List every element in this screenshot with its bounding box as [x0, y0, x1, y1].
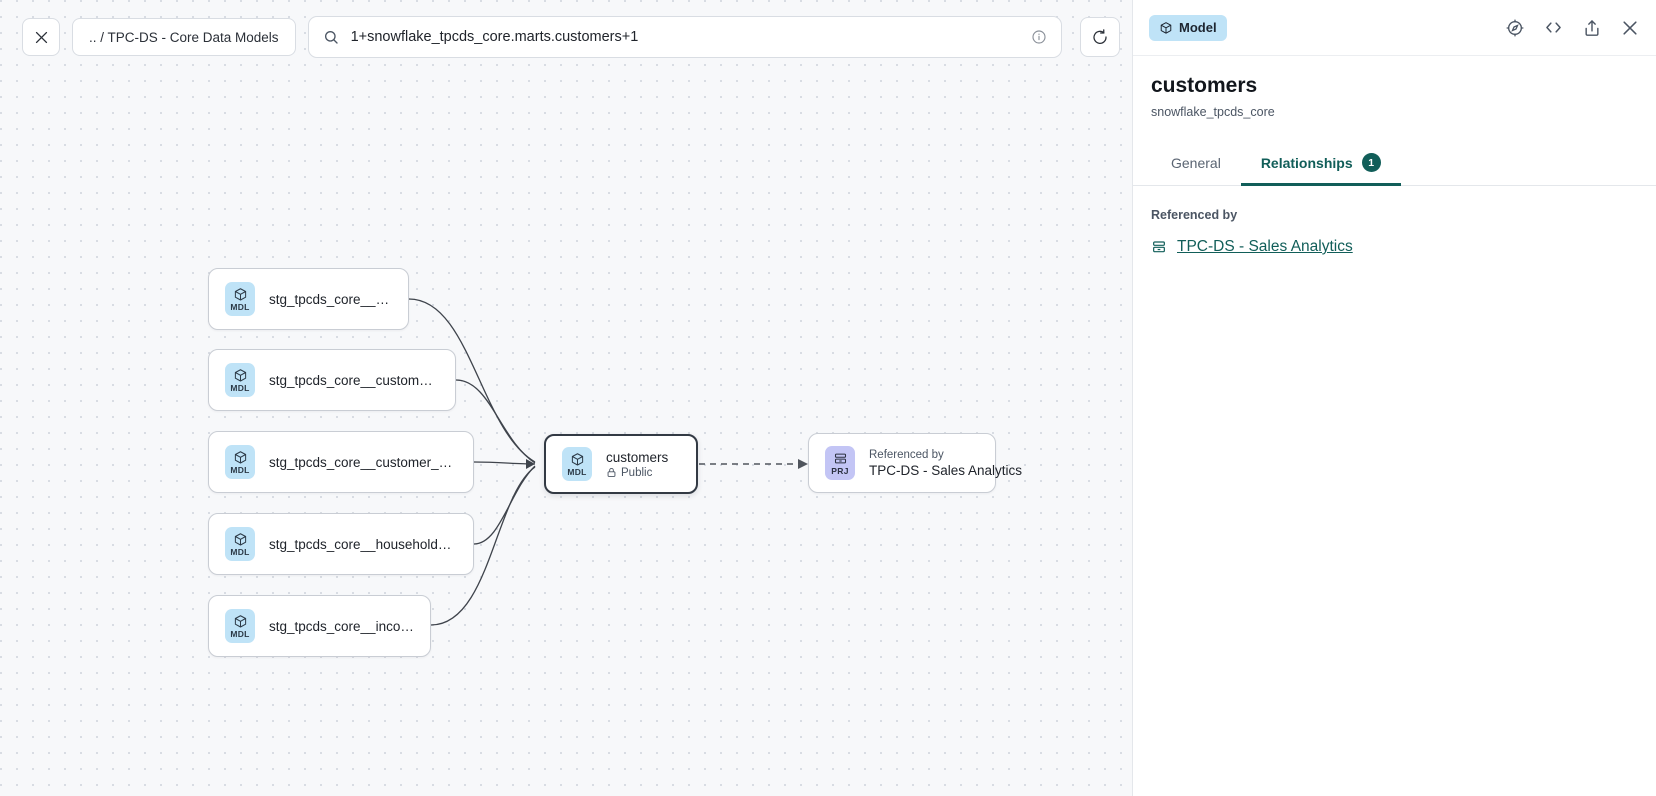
lineage-node[interactable]: MDL stg_tpcds_core__customer_demogra… [208, 431, 474, 493]
lineage-search[interactable] [307, 16, 1062, 58]
code-icon-glyph [1546, 22, 1561, 33]
model-badge-label: MDL [230, 628, 250, 639]
lineage-node[interactable]: MDL stg_tpcds_core__customer [208, 268, 409, 330]
share-icon-glyph [1585, 19, 1599, 36]
model-badge: MDL [225, 282, 255, 316]
project-badge-label: PRJ [831, 465, 849, 476]
project-icon [1153, 241, 1165, 253]
lineage-node-label: stg_tpcds_core__household_demogr… [269, 536, 457, 552]
lineage-node-project[interactable]: PRJ Referenced by TPC-DS - Sales Analyti… [808, 433, 1023, 493]
lineage-node-label: stg_tpcds_core__customer_demogra… [269, 454, 457, 470]
model-badge-label: MDL [230, 546, 250, 557]
lineage-node-visibility-label: Public [621, 466, 653, 479]
lineage-node-label: stg_tpcds_core__income_band [269, 618, 414, 634]
lineage-node[interactable]: MDL stg_tpcds_core__household_demogr… [208, 513, 474, 575]
lineage-node-text: customers Public [606, 450, 668, 479]
model-badge: MDL [225, 609, 255, 643]
model-badge-label: MDL [567, 466, 587, 477]
details-panel: Model [1132, 0, 1656, 796]
close-icon [35, 31, 47, 43]
search-input[interactable] [338, 28, 1031, 46]
lineage-node-label: stg_tpcds_core__customer [269, 291, 392, 307]
lineage-icon-glyph [1506, 19, 1524, 36]
model-badge: MDL [225, 363, 255, 397]
referenced-by-link[interactable]: TPC-DS - Sales Analytics [1177, 238, 1353, 255]
search-icon [324, 31, 338, 44]
breadcrumb-label: .. / TPC-DS - Core Data Models [89, 29, 279, 45]
breadcrumb[interactable]: .. / TPC-DS - Core Data Models [72, 18, 296, 56]
page-subtitle: snowflake_tpcds_core [1151, 105, 1275, 119]
relationships-content: Referenced by TPC-DS - Sales Analytics [1133, 186, 1656, 256]
model-badge-label: MDL [230, 301, 250, 312]
details-tabs: General Relationships 1 [1133, 145, 1656, 186]
cube-icon [234, 287, 246, 300]
close-icon [1623, 20, 1637, 35]
lineage-node[interactable]: MDL stg_tpcds_core__income_band [208, 595, 431, 657]
lineage-node[interactable]: MDL stg_tpcds_core__customer_address [208, 349, 456, 411]
model-badge: MDL [562, 447, 592, 481]
details-panel-title-block: customers snowflake_tpcds_core [1133, 56, 1656, 119]
list-item[interactable]: TPC-DS - Sales Analytics [1151, 238, 1638, 256]
details-panel-actions [1505, 17, 1640, 38]
tab-general[interactable]: General [1151, 145, 1241, 186]
model-badge-label: MDL [230, 464, 250, 475]
lineage-edges [408, 298, 808, 626]
tab-relationships[interactable]: Relationships 1 [1240, 145, 1401, 186]
entity-type-label: Model [1179, 20, 1217, 35]
lineage-node-text: Referenced by TPC-DS - Sales Analytics [869, 448, 1023, 478]
canvas-toolbar: .. / TPC-DS - Core Data Models [0, 0, 1132, 74]
project-badge: PRJ [825, 446, 855, 480]
model-badge-label: MDL [230, 382, 250, 393]
lineage-canvas[interactable]: .. / TPC-DS - Core Data Models [0, 0, 1132, 796]
details-panel-header: Model [1133, 0, 1656, 56]
lineage-node-title: customers [606, 449, 669, 465]
close-panel-icon[interactable] [1620, 18, 1640, 38]
refresh-button[interactable] [1080, 17, 1120, 57]
cube-icon [234, 450, 246, 463]
cube-icon [234, 368, 246, 381]
cube-icon [571, 452, 583, 465]
cube-icon [234, 614, 246, 627]
share-icon[interactable] [1582, 18, 1602, 38]
tab-relationships-count: 1 [1361, 153, 1381, 172]
close-lineage-button[interactable] [22, 18, 60, 56]
cube-icon [234, 532, 246, 545]
model-badge: MDL [225, 445, 255, 479]
tab-relationships-label: Relationships [1260, 154, 1353, 171]
section-label-referenced-by: Referenced by [1151, 208, 1238, 222]
lineage-node-visibility: Public [606, 467, 668, 479]
lineage-node-selected[interactable]: MDL customers Public [544, 434, 698, 494]
entity-type-chip[interactable]: Model [1149, 14, 1227, 41]
lineage-icon[interactable] [1505, 18, 1525, 38]
tab-general-label: General [1171, 154, 1221, 171]
refresh-icon [1093, 29, 1107, 44]
lineage-node-title: TPC-DS - Sales Analytics [869, 462, 1023, 478]
cube-icon [1160, 21, 1172, 34]
code-icon[interactable] [1543, 17, 1564, 38]
lineage-node-label: stg_tpcds_core__customer_address [269, 372, 439, 388]
lock-icon [607, 468, 616, 477]
project-icon [834, 453, 846, 463]
model-badge: MDL [225, 527, 255, 561]
page-title: customers [1151, 74, 1258, 97]
lineage-node-kicker: Referenced by [869, 448, 944, 461]
info-circle-icon[interactable] [1031, 29, 1047, 45]
